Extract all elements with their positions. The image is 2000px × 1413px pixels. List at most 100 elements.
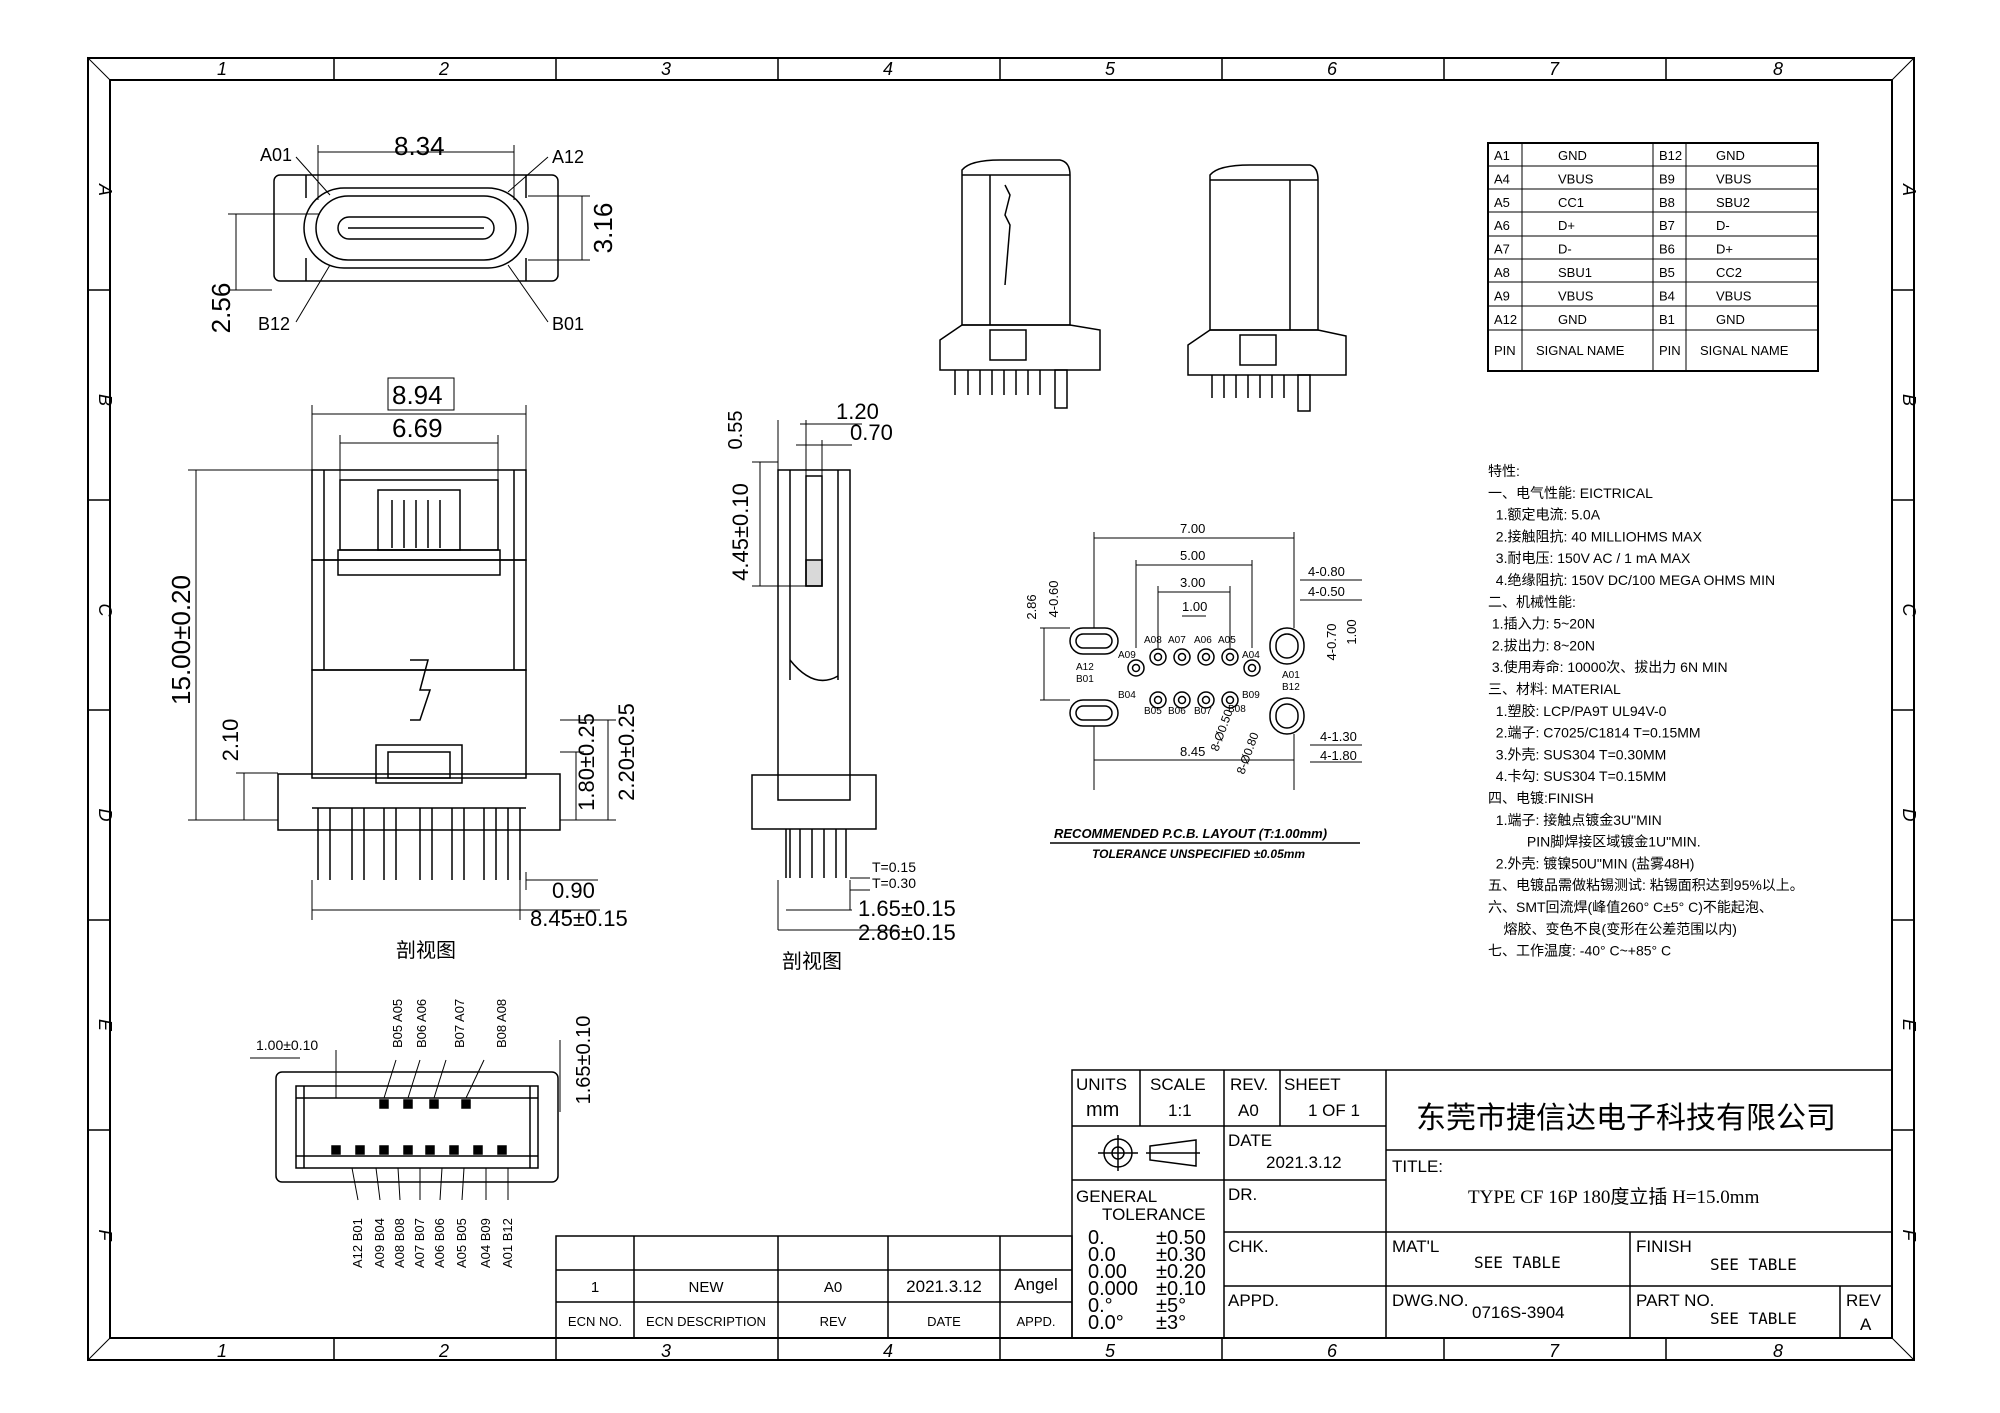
spec-line: 六、SMT回流焊(峰值260° C±5° C)不能起泡、 — [1488, 899, 1773, 915]
contact-pad — [403, 1145, 413, 1155]
dim-width: 8.34 — [394, 131, 445, 161]
col-label: 6 — [1327, 1341, 1338, 1361]
pin-label: B08 A08 — [494, 999, 509, 1048]
pin-label: A05 — [1218, 635, 1236, 646]
sheet-value: 1 OF 1 — [1308, 1101, 1360, 1120]
pin-label: B01 — [1076, 674, 1094, 685]
table-cell: A8 — [1494, 265, 1510, 280]
pin-label: A12 B01 — [350, 1218, 365, 1268]
col-label: 7 — [1549, 59, 1560, 79]
pin-label: B12 — [1282, 682, 1300, 693]
dim-label: 4-0.70 — [1324, 624, 1339, 661]
tolerance-value: ±0.30 — [1156, 1244, 1206, 1266]
dim-label: 3.00 — [1180, 575, 1205, 590]
col-label: 2 — [438, 1341, 449, 1361]
dim-label: 2.20±0.25 — [614, 703, 639, 801]
pin-label: A05 B05 — [454, 1218, 469, 1268]
table-cell: VBUS — [1558, 171, 1594, 186]
spec-line: 1.额定电流: 5.0A — [1488, 507, 1601, 523]
table-cell: GND — [1716, 148, 1745, 163]
matl-value: SEE TABLE — [1474, 1253, 1561, 1272]
sheet-label: SHEET — [1284, 1075, 1341, 1094]
appd-label: APPD. — [1228, 1291, 1279, 1310]
pin-label: B08 — [1228, 704, 1246, 715]
date-value: 2021.3.12 — [1266, 1153, 1342, 1172]
row-label: F — [95, 1230, 115, 1242]
pcb-pad — [1243, 659, 1261, 677]
table-cell: B12 — [1659, 148, 1682, 163]
dim-height: 3.16 — [588, 203, 618, 254]
spec-line: PIN脚焊接区域镀金1U"MIN. — [1488, 834, 1701, 850]
pcb-layout — [1040, 532, 1362, 790]
table-cell: A12 — [1494, 312, 1517, 327]
isometric-view-left — [939, 159, 1101, 409]
general-tolerance-label: GENERAL — [1076, 1187, 1157, 1206]
grid-labels: 1 2 3 4 5 6 7 8 1 2 3 4 5 6 7 8 A B C D … — [95, 59, 1919, 1361]
rev-header: DATE — [927, 1314, 961, 1329]
table-cell: B7 — [1659, 218, 1675, 233]
table-cell: SBU2 — [1716, 195, 1750, 210]
dim-label: 0.90 — [552, 878, 595, 903]
contact-pad — [379, 1099, 389, 1109]
pcb-pad — [1149, 691, 1167, 709]
rev-ecn-no: 1 — [591, 1279, 599, 1296]
scale-value: 1:1 — [1168, 1101, 1192, 1120]
dim-label: T=0.30 — [872, 875, 916, 891]
dim-label: 4-0.80 — [1308, 564, 1345, 579]
tolerance-value: ±0.50 — [1156, 1227, 1206, 1249]
pin-label: B04 — [1118, 690, 1136, 701]
scale-label: SCALE — [1150, 1075, 1206, 1094]
pcb-pad-hole — [1225, 652, 1235, 662]
pcb-pad — [1149, 648, 1167, 666]
rev-label: REV. — [1230, 1075, 1268, 1094]
dim-offset: 2.56 — [206, 283, 236, 334]
table-cell: GND — [1716, 312, 1745, 327]
spec-line: 2.端子: C7025/C1814 T=0.15MM — [1488, 725, 1701, 741]
spec-line: 3.使用寿命: 10000次、拔出力 6N MIN — [1488, 659, 1728, 675]
col-label: 5 — [1105, 1341, 1116, 1361]
table-header: SIGNAL NAME — [1536, 343, 1625, 358]
spec-line: 2.接触阻抗: 40 MILLIOHMS MAX — [1488, 528, 1703, 544]
pin-label: B06 — [1168, 706, 1186, 717]
row-label: D — [1899, 809, 1919, 822]
dim-label: 4-1.80 — [1320, 748, 1357, 763]
dim-label: 4-1.30 — [1320, 729, 1357, 744]
pcb-pad-hole — [1177, 652, 1187, 662]
dim-label: 2.86 — [1024, 594, 1039, 619]
pin-label: A12 — [1076, 662, 1094, 673]
rev-value: A0 — [1238, 1101, 1259, 1120]
pin-label: A07 B07 — [412, 1218, 427, 1268]
units-value: mm — [1086, 1099, 1119, 1121]
spec-line: 四、电镀:FINISH — [1488, 790, 1594, 806]
company-name: 东莞市捷信达电子科技有限公司 — [1416, 1102, 1836, 1135]
title-label: TITLE: — [1392, 1157, 1443, 1176]
rev-header: REV — [820, 1314, 847, 1329]
table-cell: A5 — [1494, 195, 1510, 210]
dim-label: 2.10 — [218, 719, 243, 762]
view-caption: 剖视图 — [396, 939, 456, 962]
dim-label: 4-0.60 — [1046, 581, 1061, 618]
row-label: B — [95, 394, 115, 406]
section-view-front — [188, 405, 616, 920]
section-view-side-labels: 0.55 1.20 0.70 4.45±0.10 T=0.15 T=0.30 1… — [725, 399, 956, 973]
row-label: F — [1899, 1230, 1919, 1242]
view-caption: 剖视图 — [782, 950, 842, 973]
pin-label: B07 — [1194, 706, 1212, 717]
pin-label: A08 B08 — [392, 1218, 407, 1268]
contact-pad — [403, 1099, 413, 1109]
dim-label: 2.86±0.15 — [858, 920, 956, 945]
pcb-pad — [1197, 648, 1215, 666]
pin-label: B06 A06 — [414, 999, 429, 1048]
table-cell: VBUS — [1716, 171, 1752, 186]
table-cell: SBU1 — [1558, 265, 1592, 280]
dim-label: 5.00 — [1180, 548, 1205, 563]
rev-header: ECN NO. — [568, 1314, 622, 1329]
spec-line: 五、电镀品需做粘锡测试: 粘锡面积达到95%以上。 — [1488, 877, 1804, 893]
dim-label: 0.55 — [725, 411, 747, 450]
rev-description: NEW — [689, 1279, 725, 1296]
col-label: 1 — [217, 59, 227, 79]
pcb-pad-hole — [1131, 663, 1141, 673]
pin-label: A08 — [1144, 635, 1162, 646]
table-cell: A1 — [1494, 148, 1510, 163]
contact-pad — [425, 1145, 435, 1155]
